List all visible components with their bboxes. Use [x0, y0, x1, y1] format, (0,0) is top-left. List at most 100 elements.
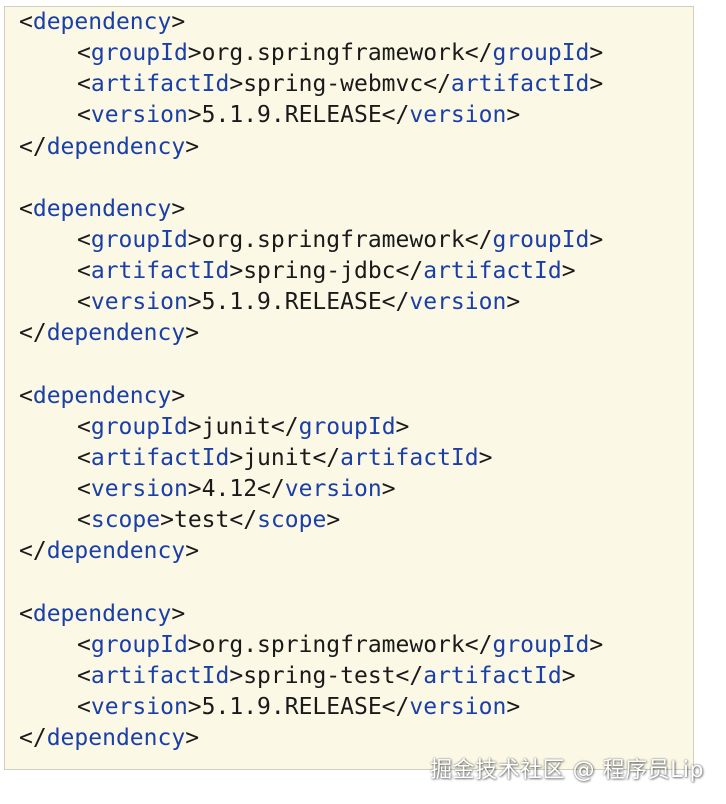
dependency-close-line: </dependency> [19, 536, 603, 567]
tag-bracket: > [561, 662, 576, 689]
tag-name: dependency [32, 195, 172, 222]
dependency-open-line: <dependency> [19, 381, 603, 412]
tag-name: artifactId [90, 662, 230, 689]
tag-bracket: > [478, 444, 493, 471]
tag-bracket: > [187, 102, 202, 129]
tag-name: version [409, 289, 507, 316]
tag-name: artifactId [450, 71, 590, 98]
blank-line [19, 163, 603, 194]
tag-bracket: > [187, 289, 202, 316]
dependency-field-line: <version>5.1.9.RELEASE</version> [19, 287, 603, 318]
tag-bracket: > [381, 476, 396, 503]
tag-bracket: > [506, 102, 521, 129]
tag-bracket: </ [19, 538, 47, 565]
tag-name: dependency [32, 9, 172, 35]
tag-bracket: < [77, 694, 91, 721]
tag-name: version [90, 476, 188, 503]
tag-bracket: > [185, 133, 200, 160]
field-value: spring-jdbc [243, 258, 396, 285]
tag-bracket: < [77, 71, 91, 98]
tag-name: artifactId [90, 258, 230, 285]
dependency-field-line: <groupId>org.springframework</groupId> [19, 225, 603, 256]
code-lines: <dependency><groupId>org.springframework… [19, 7, 603, 754]
field-value: org.springframework [201, 631, 465, 658]
tag-bracket: > [187, 413, 202, 440]
tag-bracket: > [185, 538, 200, 565]
tag-bracket: </ [395, 662, 424, 689]
tag-name: version [90, 694, 188, 721]
tag-bracket: </ [257, 476, 285, 503]
dependency-field-line: <groupId>org.springframework</groupId> [19, 630, 603, 661]
tag-bracket: > [229, 662, 244, 689]
tag-name: dependency [32, 600, 172, 627]
dependency-close-line: </dependency> [19, 318, 603, 349]
tag-bracket: < [19, 600, 33, 627]
tag-bracket: > [187, 226, 202, 253]
tag-bracket: </ [270, 413, 299, 440]
tag-bracket: </ [19, 320, 47, 347]
tag-bracket: </ [229, 507, 258, 534]
tag-name: scope [257, 507, 327, 534]
dependency-field-line: <artifactId>spring-jdbc</artifactId> [19, 256, 603, 287]
tag-name: dependency [46, 725, 186, 752]
tag-bracket: > [187, 631, 202, 658]
tag-name: artifactId [90, 444, 230, 471]
tag-bracket: </ [19, 725, 47, 752]
tag-name: groupId [492, 226, 590, 253]
tag-name: groupId [492, 40, 590, 67]
tag-name: dependency [46, 133, 186, 160]
dependency-close-line: </dependency> [19, 723, 603, 754]
tag-bracket: < [19, 195, 33, 222]
tag-name: dependency [46, 320, 186, 347]
dependency-field-line: <version>4.12</version> [19, 474, 603, 505]
dependency-field-line: <scope>test</scope> [19, 505, 603, 536]
tag-bracket: </ [464, 40, 493, 67]
tag-bracket: > [160, 507, 174, 534]
tag-name: groupId [298, 413, 396, 440]
tag-bracket: </ [464, 631, 493, 658]
tag-bracket: > [589, 71, 604, 98]
field-value: 5.1.9.RELEASE [201, 694, 382, 721]
field-value: org.springframework [201, 40, 465, 67]
dependency-open-line: <dependency> [19, 599, 603, 630]
tag-bracket: < [19, 382, 33, 409]
tag-bracket: > [229, 71, 244, 98]
tag-name: scope [90, 507, 161, 534]
tag-bracket: < [77, 289, 91, 316]
tag-bracket: > [326, 507, 341, 534]
dependency-field-line: <groupId>org.springframework</groupId> [19, 38, 603, 69]
tag-bracket: < [77, 507, 91, 534]
tag-bracket: > [185, 725, 200, 752]
field-value: 4.12 [201, 476, 258, 503]
tag-bracket: > [589, 226, 604, 253]
tag-bracket: > [229, 444, 244, 471]
tag-bracket: > [506, 694, 521, 721]
field-value: test [173, 507, 230, 534]
field-value: junit [243, 444, 313, 471]
watermark: 掘金技术社区 @ 程序员Lip [430, 758, 704, 783]
tag-name: artifactId [423, 662, 562, 689]
dependency-field-line: <version>5.1.9.RELEASE</version> [19, 692, 603, 723]
tag-name: version [409, 694, 507, 721]
dependency-open-line: <dependency> [19, 7, 603, 38]
tag-name: groupId [90, 413, 188, 440]
dependency-field-line: <artifactId>spring-test</artifactId> [19, 661, 603, 692]
dependency-open-line: <dependency> [19, 194, 603, 225]
tag-bracket: < [77, 413, 91, 440]
tag-bracket: </ [312, 444, 341, 471]
tag-bracket: </ [464, 226, 493, 253]
tag-bracket: < [19, 9, 33, 35]
tag-name: version [284, 476, 382, 503]
tag-bracket: < [77, 444, 91, 471]
dependency-field-line: <artifactId>spring-webmvc</artifactId> [19, 69, 603, 100]
tag-bracket: > [561, 258, 576, 285]
tag-bracket: > [589, 631, 604, 658]
tag-name: dependency [46, 538, 186, 565]
tag-bracket: < [77, 631, 91, 658]
tag-bracket: < [77, 662, 91, 689]
tag-name: groupId [90, 40, 188, 67]
tag-name: version [90, 289, 188, 316]
tag-bracket: > [187, 694, 202, 721]
dependency-close-line: </dependency> [19, 132, 603, 163]
tag-name: version [409, 102, 507, 129]
